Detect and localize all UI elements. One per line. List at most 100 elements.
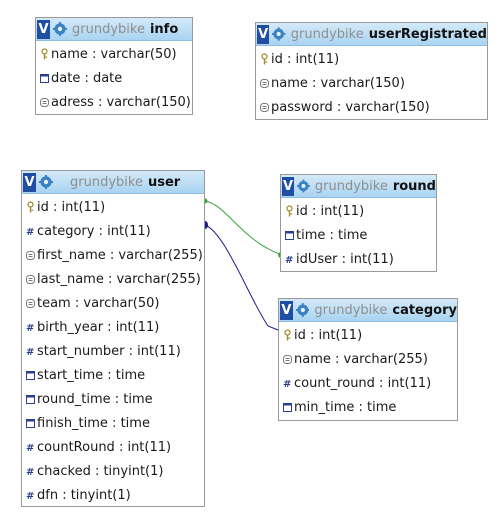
column-label: date : date: [51, 70, 123, 86]
svg-text:#: #: [26, 347, 34, 357]
numeric-icon: #: [26, 345, 35, 357]
svg-text:#: #: [26, 467, 34, 477]
numeric-icon: #: [26, 441, 35, 453]
column-row: # birth_year : int(11): [22, 315, 204, 339]
table-info-header[interactable]: V grundybike info: [36, 18, 192, 41]
column-label: time : time: [296, 227, 368, 243]
numeric-icon: #: [26, 225, 35, 237]
column-row: team : varchar(50): [22, 291, 204, 315]
column-row: name : varchar(150): [256, 71, 487, 95]
calendar-icon: [26, 417, 35, 429]
column-row: finish_time : time: [22, 411, 204, 435]
key-icon: [283, 329, 292, 341]
column-label: name : varchar(255): [294, 351, 428, 367]
table-userregistrated-columns: id : int(11) name : varchar(150) passwor…: [256, 46, 487, 119]
column-row: time : time: [281, 223, 436, 247]
text-field-icon: [260, 77, 269, 89]
numeric-icon: #: [26, 465, 35, 477]
table-info-columns: name : varchar(50) date : date adress : …: [36, 41, 192, 114]
column-label: last_name : varchar(255): [37, 271, 201, 287]
column-row: id : int(11): [279, 323, 457, 347]
text-field-icon: [40, 96, 49, 108]
column-row: id : int(11): [281, 199, 436, 223]
column-label: start_number : int(11): [37, 343, 181, 359]
table-category-columns: id : int(11) name : varchar(255) # count…: [279, 322, 457, 419]
column-row: id : int(11): [22, 195, 204, 219]
table-db-name: grundybike: [290, 26, 364, 42]
column-row: # idUser : int(11): [281, 247, 436, 271]
column-label: chacked : tinyint(1): [37, 463, 164, 479]
text-field-icon: [26, 273, 35, 285]
table-info[interactable]: V grundybike info name : varchar(50) dat…: [35, 17, 193, 115]
table-title: round: [392, 178, 436, 194]
table-user-header[interactable]: V grundybike user: [22, 171, 204, 194]
gear-icon[interactable]: [53, 22, 67, 36]
column-label: start_time : time: [37, 367, 146, 383]
column-label: finish_time : time: [37, 415, 150, 431]
numeric-icon: #: [285, 253, 294, 265]
column-row: last_name : varchar(255): [22, 267, 204, 291]
column-row: # count_round : int(11): [279, 371, 457, 395]
table-title: user: [147, 174, 181, 190]
svg-text:#: #: [26, 323, 34, 333]
key-icon: [40, 48, 49, 60]
column-label: name : varchar(150): [271, 75, 405, 91]
column-row: # chacked : tinyint(1): [22, 459, 204, 483]
table-userregistrated-header[interactable]: V grundybike userRegistrated: [256, 23, 487, 46]
column-row: date : date: [36, 66, 192, 90]
gear-icon[interactable]: [296, 179, 310, 193]
key-icon: [285, 205, 294, 217]
column-label: password : varchar(150): [271, 99, 430, 115]
toggle-icon[interactable]: V: [280, 300, 293, 320]
column-label: first_name : varchar(255): [37, 247, 203, 263]
column-label: name : varchar(50): [51, 46, 177, 62]
column-label: id : int(11): [296, 203, 365, 219]
table-user-columns: id : int(11) # category : int(11) first_…: [22, 194, 204, 507]
column-row: # category : int(11): [22, 219, 204, 243]
toggle-icon[interactable]: V: [282, 176, 294, 196]
numeric-icon: #: [26, 321, 35, 333]
calendar-icon: [26, 369, 35, 381]
column-label: id : int(11): [37, 199, 106, 215]
toggle-icon[interactable]: V: [23, 172, 36, 192]
column-label: adress : varchar(150): [51, 94, 191, 110]
table-category-header[interactable]: V grundybike category: [279, 299, 457, 322]
table-userregistrated[interactable]: V grundybike userRegistrated id : int(11…: [255, 22, 488, 120]
column-label: birth_year : int(11): [37, 319, 160, 335]
table-db-name: grundybike: [70, 174, 143, 190]
calendar-icon: [26, 393, 35, 405]
text-field-icon: [283, 353, 292, 365]
text-field-icon: [26, 297, 35, 309]
toggle-icon[interactable]: V: [37, 19, 50, 39]
gear-icon[interactable]: [272, 27, 286, 41]
column-label: countRound : int(11): [37, 439, 172, 455]
column-row: min_time : time: [279, 395, 457, 419]
table-user[interactable]: V grundybike user id : int(11) # categor…: [21, 170, 205, 507]
text-field-icon: [260, 101, 269, 113]
table-round-header[interactable]: V grundybike round: [281, 175, 436, 198]
column-label: team : varchar(50): [37, 295, 160, 311]
table-round[interactable]: V grundybike round id : int(11) time : t…: [280, 174, 437, 272]
key-icon: [260, 53, 269, 65]
gear-icon[interactable]: [39, 175, 53, 189]
column-label: id : int(11): [271, 51, 340, 67]
table-db-name: grundybike: [314, 178, 388, 194]
column-row: name : varchar(50): [36, 42, 192, 66]
column-label: idUser : int(11): [296, 251, 394, 267]
column-label: min_time : time: [294, 399, 397, 415]
table-category[interactable]: V grundybike category id : int(11) name …: [278, 298, 458, 421]
column-row: adress : varchar(150): [36, 90, 192, 114]
svg-text:#: #: [26, 491, 34, 501]
toggle-icon[interactable]: V: [257, 24, 270, 44]
numeric-icon: #: [26, 489, 35, 501]
gear-icon[interactable]: [295, 303, 310, 317]
table-title: info: [149, 21, 179, 37]
column-label: round_time : time: [37, 391, 153, 407]
column-row: name : varchar(255): [279, 347, 457, 371]
svg-text:#: #: [285, 255, 293, 265]
relation-line-user-category-to-category-id: [204, 224, 279, 331]
table-db-name: grundybike: [72, 21, 145, 37]
svg-text:#: #: [26, 227, 34, 237]
calendar-icon: [285, 229, 294, 241]
table-db-name: grundybike: [314, 302, 388, 318]
